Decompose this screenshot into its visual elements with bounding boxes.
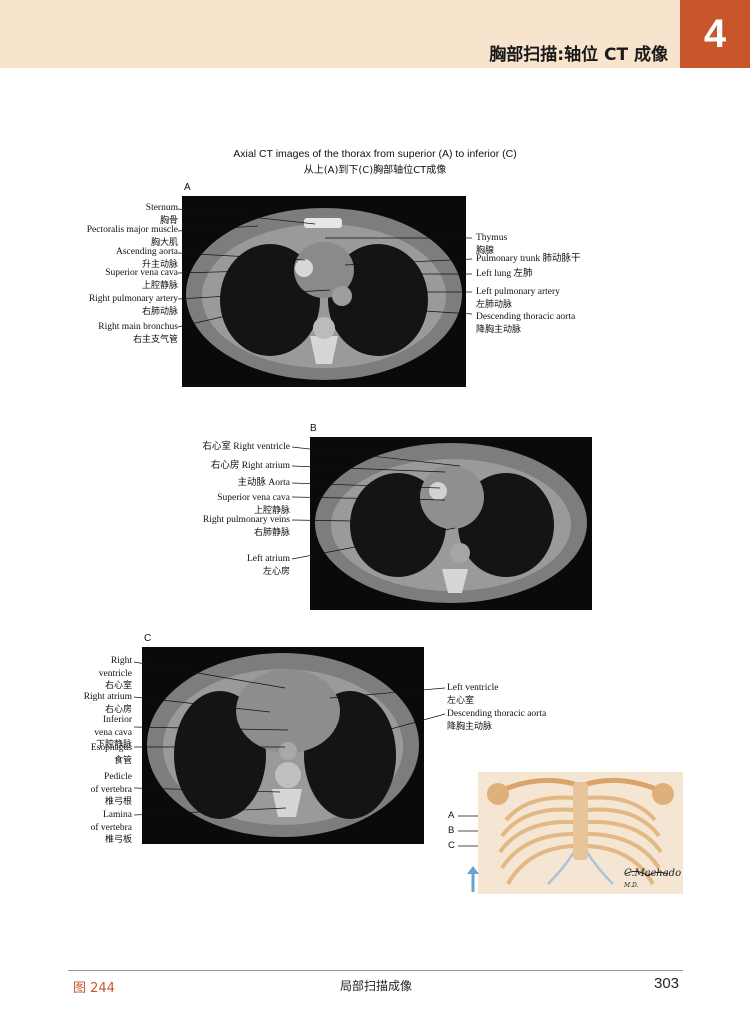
label-right-atrium-b: 右心房 Right atrium (210, 461, 290, 471)
ct-image-b (310, 437, 592, 610)
label-right-ventricle-b: 右心室 Right ventricle (202, 442, 290, 452)
level-c-label: C (448, 840, 455, 851)
figure-title-zh: 从上(A)到下(C)胸部轴位CT成像 (303, 165, 447, 176)
ribcage-inset-illustration: C.Machado M.D. (478, 772, 683, 894)
level-a-label: A (448, 810, 455, 821)
page-header-title: 胸部扫描:轴位 CT 成像 (489, 45, 668, 65)
footer-section-title: 局部扫描成像 (340, 979, 413, 993)
superior-direction-arrow-icon (466, 866, 480, 892)
level-b-label: B (448, 825, 455, 836)
footer-figure-number: 图 244 (73, 981, 115, 996)
panel-a-letter: A (184, 182, 191, 193)
page-number: 303 (654, 975, 680, 992)
panel-c-letter: C (144, 633, 152, 644)
footer-divider (68, 970, 683, 971)
header-band (0, 0, 680, 68)
chapter-number-tab: 4 (680, 0, 750, 68)
illustrator-signature: C.Machado M.D. (624, 868, 682, 889)
label-left-lung: Left lung 左肺 (476, 269, 533, 279)
label-pulmonary-trunk: Pulmonary trunk 肺动脉干 (476, 254, 581, 264)
ct-image-a (182, 196, 466, 387)
figure-title-en: Axial CT images of the thorax from super… (233, 148, 517, 160)
panel-b-letter: B (310, 423, 317, 434)
ct-image-c (142, 647, 424, 844)
label-aorta-b: 主动脉 Aorta (237, 478, 290, 488)
